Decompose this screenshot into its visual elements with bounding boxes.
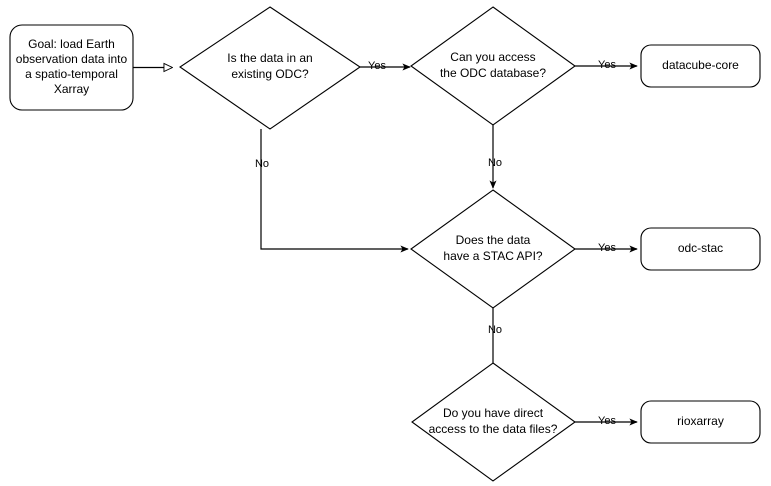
edge-label-stac-no: No — [488, 324, 502, 336]
decision-stac-diamond — [410, 189, 576, 309]
decision-odc-line-1: Is the data in an — [227, 51, 312, 65]
goal-line-4: Xarray — [54, 82, 89, 96]
datacube-core-label: datacube-core — [662, 58, 739, 72]
edge-label-db-no: No — [488, 157, 502, 169]
decision-db-line-2: the ODC database? — [440, 66, 546, 80]
edge-label-odc-no: No — [255, 158, 269, 170]
node-result-datacube-core[interactable]: datacube-core — [640, 44, 761, 88]
node-result-odc-stac[interactable]: odc-stac — [640, 227, 761, 271]
decision-db-line-1: Can you access — [450, 50, 535, 64]
rioxarray-label: rioxarray — [677, 414, 724, 428]
goal-line-2: observation data into — [16, 52, 128, 66]
odc-stac-label: odc-stac — [678, 241, 723, 255]
odc-stac-box — [640, 227, 761, 271]
edge-label-stac-yes: Yes — [598, 242, 616, 254]
edge-label-files-yes: Yes — [598, 415, 616, 427]
node-decision-odc[interactable]: Is the data in an existing ODC? — [179, 6, 361, 130]
decision-odc-line-2: existing ODC? — [231, 67, 309, 81]
decision-odc-diamond — [179, 6, 361, 130]
decision-stac-line-1: Does the data — [456, 233, 531, 247]
decision-files-diamond — [411, 362, 576, 482]
edge-label-odc-yes: Yes — [368, 60, 386, 72]
connector-odc-no-to-stac — [260, 129, 409, 253]
rioxarray-box — [640, 400, 761, 444]
edge-label-db-yes: Yes — [598, 59, 616, 71]
node-decision-files[interactable]: Do you have direct access to the data fi… — [411, 362, 576, 482]
decision-stac-line-2: have a STAC API? — [443, 249, 542, 263]
goal-box — [9, 24, 134, 111]
datacube-core-box — [640, 44, 761, 88]
decision-files-line-2: access to the data files? — [429, 422, 558, 436]
goal-line-1: Goal: load Earth — [28, 37, 115, 51]
node-decision-db[interactable]: Can you access the ODC database? — [410, 6, 576, 126]
decision-files-line-1: Do you have direct — [443, 406, 544, 420]
decision-db-diamond — [410, 6, 576, 126]
goal-line-3: a spatio-temporal — [25, 67, 118, 81]
node-result-rioxarray[interactable]: rioxarray — [640, 400, 761, 444]
node-goal[interactable]: Goal: load Earth observation data into a… — [9, 24, 134, 111]
node-decision-stac[interactable]: Does the data have a STAC API? — [410, 189, 576, 309]
